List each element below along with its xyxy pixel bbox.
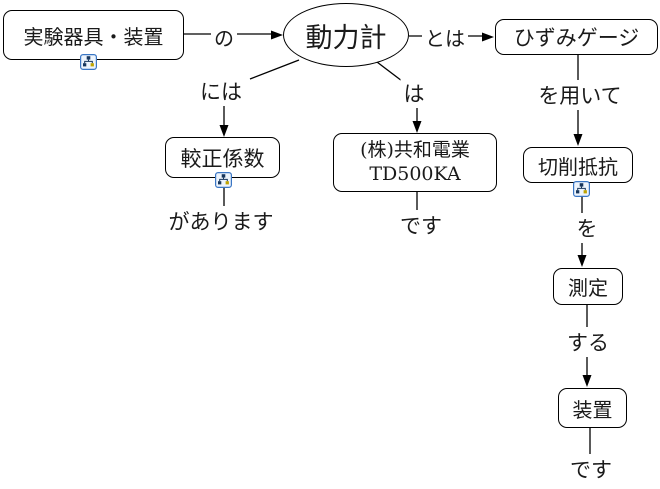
link-label-wo-mochiite[interactable]: を用いて xyxy=(535,80,625,110)
node-apparatus[interactable]: 装置 xyxy=(558,388,627,428)
node-cutting-resistance-label: 切削抵抗 xyxy=(538,154,618,179)
node-maker-label: (株)共和電業 xyxy=(360,138,470,161)
node-equipment[interactable]: 実験器具・装置 xyxy=(3,10,184,60)
node-dynamometer[interactable]: 動力計 xyxy=(283,3,409,67)
link-label-wo[interactable]: を xyxy=(573,213,601,243)
link-label-wa[interactable]: は xyxy=(400,78,428,108)
node-measure-label: 測定 xyxy=(568,276,608,300)
node-model-label: TD500KA xyxy=(369,162,461,185)
node-calibration-factor-label: 較正係数 xyxy=(180,146,265,171)
link-label-desu-bottom[interactable]: です xyxy=(567,454,615,484)
resource-icon[interactable] xyxy=(573,181,590,197)
node-dynamometer-label: 動力計 xyxy=(305,22,387,54)
link-label-suru[interactable]: する xyxy=(564,327,612,357)
resource-icon[interactable] xyxy=(215,172,232,188)
resource-icon[interactable] xyxy=(80,54,97,70)
node-measure[interactable]: 測定 xyxy=(553,268,623,305)
node-equipment-label: 実験器具・装置 xyxy=(23,24,164,49)
node-strain-gauge[interactable]: ひずみゲージ xyxy=(495,19,658,55)
node-cutting-resistance[interactable]: 切削抵抗 xyxy=(523,147,633,183)
node-maker-model[interactable]: (株)共和電業 TD500KA xyxy=(333,133,497,192)
link-label-ga-arimasu[interactable]: があります xyxy=(165,206,277,236)
node-apparatus-label: 装置 xyxy=(572,397,613,422)
link-label-desu-middle[interactable]: です xyxy=(397,210,445,240)
node-strain-gauge-label: ひずみゲージ xyxy=(513,26,640,50)
link-label-niwa[interactable]: には xyxy=(197,76,245,106)
link-label-towa[interactable]: とは xyxy=(422,22,468,52)
link-label-no[interactable]: の xyxy=(211,22,237,52)
